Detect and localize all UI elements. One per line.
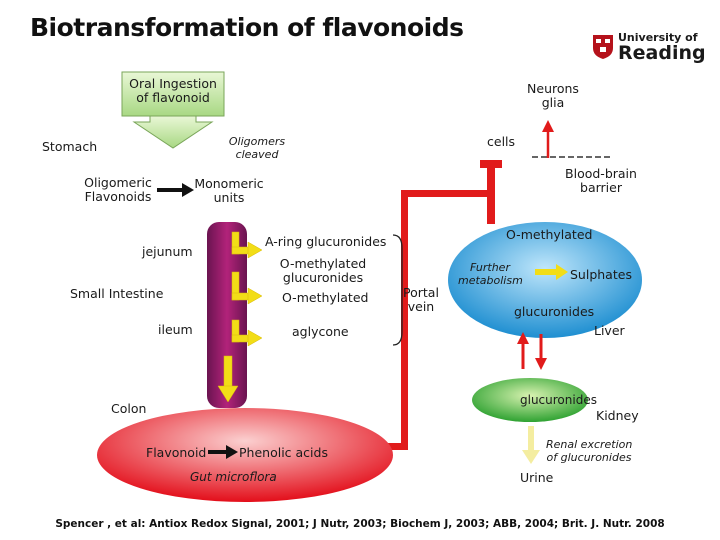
- glia-label: glia: [541, 95, 565, 111]
- glucuronides-liver-label: glucuronides: [514, 304, 595, 319]
- monomeric-label: Monomeric: [194, 176, 264, 191]
- stomach-label: Stomach: [42, 139, 98, 154]
- further-label: Further: [470, 261, 510, 274]
- neurons-glia-label: Neurons glia: [520, 81, 586, 111]
- arrow-to-neurons: [542, 120, 554, 158]
- portal-vein-label: Portal vein: [398, 285, 444, 315]
- oral-ingestion-line-1: Oral Ingestion: [129, 76, 217, 91]
- page-title: Biotransformation of flavonoids: [30, 13, 464, 42]
- barrier-label: barrier: [580, 180, 622, 196]
- kidney-ellipse: [472, 378, 588, 422]
- flavonoid-to-phenolic-arrow: [208, 445, 238, 459]
- liver-kidney-arrows: [517, 332, 547, 370]
- a-ring-glucuronides-label: A-ring glucuronides: [265, 234, 387, 249]
- o-methylated-label: O-methylated: [282, 290, 369, 305]
- neurons-label: Neurons: [527, 81, 579, 96]
- vein-label: vein: [407, 299, 435, 315]
- oral-ingestion-arrow: [121, 71, 225, 149]
- intestine-tube: [207, 222, 247, 408]
- metabolism-to-sulphates-arrow: [535, 264, 568, 280]
- oligomers-cleaved-label: Oligomers cleaved: [222, 135, 292, 161]
- oligomeric-label: Oligomeric: [84, 175, 152, 190]
- liver-ellipse: [448, 222, 642, 338]
- arrow-to-urine: [522, 426, 540, 464]
- oligomeric-flavonoids-label: Oligomeric Flavonoids: [78, 175, 158, 205]
- cells-label: cells: [487, 134, 516, 149]
- o-methylated-glucuronides-label: O-methylated glucuronides: [272, 256, 374, 286]
- monomeric-units-label: Monomeric units: [190, 176, 268, 206]
- blood-brain-barrier-label: Blood-brain barrier: [560, 166, 642, 196]
- logo-line-2: Reading: [618, 42, 706, 65]
- oligomeric-to-monomeric-arrow: [157, 183, 194, 197]
- flavonoid-label: Flavonoid: [146, 445, 207, 460]
- oligomers-label: Oligomers: [228, 135, 286, 148]
- renal-line-1: Renal excretion: [546, 438, 633, 451]
- ileum-label: ileum: [158, 322, 193, 337]
- sulphates-label: Sulphates: [570, 267, 632, 282]
- blood-brain-label: Blood-brain: [565, 166, 637, 181]
- reference-citation: Spencer , et al: Antiox Redox Signal, 20…: [55, 518, 665, 530]
- blood-flow-to-brain: [401, 160, 502, 450]
- aglycone-label: aglycone: [292, 324, 349, 339]
- liver-label: Liver: [594, 323, 625, 338]
- colon-label: Colon: [111, 401, 147, 416]
- portal-label: Portal: [403, 285, 439, 300]
- renal-excretion-label: Renal excretion of glucuronides: [546, 438, 633, 464]
- absorption-arrows: [217, 231, 263, 403]
- o-methylated-liver-label: O-methylated: [506, 227, 593, 242]
- phenolic-acids-label: Phenolic acids: [239, 445, 328, 460]
- colon-ellipse: [97, 408, 393, 502]
- metabolism-label: metabolism: [458, 273, 523, 287]
- renal-line-2: of glucuronides: [546, 450, 632, 464]
- urine-label: Urine: [520, 470, 554, 485]
- oral-ingestion-label: Oral Ingestion of flavonoid: [122, 76, 224, 106]
- gut-microflora-label: Gut microflora: [190, 470, 277, 484]
- logo-line-1: University of: [618, 31, 698, 44]
- flavonoids-label: Flavonoids: [84, 189, 152, 205]
- o-methylated-glucuronides-line-2: glucuronides: [282, 270, 364, 286]
- jejunum-label: jejunum: [142, 244, 193, 259]
- small-intestine-label: Small Intestine: [70, 286, 164, 301]
- glucuronides-kidney-label: glucuronides: [520, 393, 597, 407]
- cleaved-label: cleaved: [235, 147, 279, 161]
- oral-ingestion-line-2: of flavonoid: [136, 90, 210, 106]
- further-metabolism-label: Further metabolism: [458, 261, 523, 287]
- units-label: units: [213, 190, 245, 206]
- neurons-glia-box: [519, 74, 587, 120]
- portal-vein-bracket: [392, 234, 403, 346]
- kidney-label: Kidney: [596, 408, 639, 423]
- university-crest-icon: [593, 35, 613, 59]
- university-logo: University of Reading: [618, 31, 706, 65]
- o-methylated-glucuronides-line-1: O-methylated: [279, 256, 367, 271]
